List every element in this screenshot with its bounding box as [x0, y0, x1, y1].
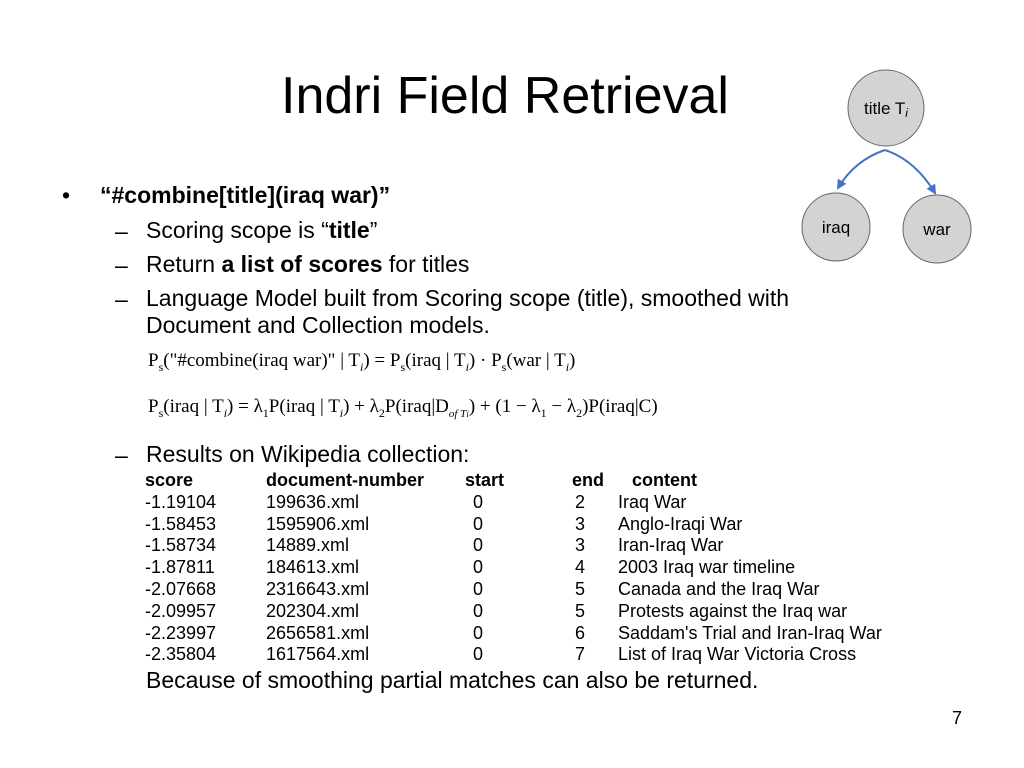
field-tree-diagram: title Ti iraq war — [801, 69, 972, 264]
return-post: for titles — [382, 251, 470, 277]
cell-document-number: 202304.xml — [266, 600, 360, 621]
return-line: Return a list of scores for titles — [146, 251, 469, 278]
header-start: start — [465, 470, 505, 490]
cell-end: 2 — [575, 491, 586, 512]
cell-document-number: 1617564.xml — [266, 644, 370, 665]
scope-post: ” — [369, 217, 378, 243]
cell-score: -2.09957 — [145, 600, 217, 621]
scoring-scope-line: Scoring scope is “title” — [146, 217, 377, 244]
dash-3: – — [115, 286, 128, 312]
smoothing-note: Because of smoothing partial matches can… — [146, 667, 759, 693]
cell-document-number: 2656581.xml — [266, 622, 370, 643]
edge-left — [836, 149, 886, 190]
results-heading: Results on Wikipedia collection: — [146, 441, 470, 467]
cell-document-number: 2316643.xml — [266, 578, 370, 599]
cell-content: Iran-Iraq War — [618, 535, 724, 556]
cell-content: Saddam's Trial and Iran-Iraq War — [618, 622, 882, 643]
cell-start: 0 — [473, 535, 484, 556]
cell-score: -2.35804 — [145, 644, 217, 665]
return-pre: Return — [146, 251, 222, 277]
return-bold: a list of scores — [221, 251, 383, 277]
cell-content: Iraq War — [618, 491, 687, 512]
node-iraq — [801, 192, 871, 262]
header-document-number: document-number — [266, 470, 425, 490]
cell-content: Protests against the Iraq war — [618, 600, 848, 621]
lm-line-1: Language Model built from Scoring scope … — [146, 285, 790, 311]
cell-start: 0 — [473, 557, 484, 578]
cell-start: 0 — [473, 578, 484, 599]
cell-end: 3 — [575, 535, 586, 556]
bullet-marker: • — [62, 182, 71, 208]
node-war — [902, 194, 972, 264]
edge-right — [884, 149, 937, 195]
cell-end: 5 — [575, 578, 586, 599]
cell-score: -1.58734 — [145, 535, 217, 556]
cell-start: 0 — [473, 644, 484, 665]
slide-title: Indri Field Retrieval — [281, 67, 729, 125]
cell-score: -1.19104 — [145, 491, 217, 512]
page-number: 7 — [951, 708, 962, 728]
cell-start: 0 — [473, 513, 484, 534]
cell-content: Anglo-Iraqi War — [618, 513, 743, 534]
header-score: score — [145, 470, 194, 490]
cell-start: 0 — [473, 491, 484, 512]
cell-end: 6 — [575, 622, 586, 643]
cell-document-number: 1595906.xml — [266, 513, 370, 534]
cell-score: -2.07668 — [145, 578, 217, 599]
node-war-label: war — [922, 220, 951, 239]
cell-end: 5 — [575, 600, 586, 621]
node-title-label: title Ti — [864, 99, 908, 120]
cell-score: -1.87811 — [145, 557, 215, 578]
cell-document-number: 199636.xml — [266, 491, 360, 512]
equation-1: Ps("#combine(iraq war)" | Ti) = Ps(iraq … — [148, 350, 576, 374]
cell-content: 2003 Iraq war timeline — [618, 557, 796, 578]
scope-pre: Scoring scope is “ — [146, 217, 329, 243]
cell-start: 0 — [473, 622, 484, 643]
scope-bold: title — [328, 217, 370, 243]
dash-2: – — [115, 252, 128, 278]
lm-line-2: Document and Collection models. — [146, 312, 490, 338]
header-content: content — [632, 470, 697, 490]
header-end: end — [572, 470, 605, 490]
node-title — [847, 69, 925, 147]
cell-content: Canada and the Iraq War — [618, 578, 820, 599]
dash-1: – — [115, 218, 128, 244]
cell-document-number: 14889.xml — [266, 535, 350, 556]
cell-start: 0 — [473, 600, 484, 621]
cell-score: -1.58453 — [145, 513, 217, 534]
cell-document-number: 184613.xml — [266, 557, 360, 578]
dash-4: – — [115, 442, 128, 468]
cell-end: 3 — [575, 513, 586, 534]
cell-score: -2.23997 — [145, 622, 217, 643]
query-text: “#combine[title](iraq war)” — [100, 182, 391, 208]
cell-content: List of Iraq War Victoria Cross — [618, 644, 857, 665]
node-iraq-label: iraq — [822, 218, 850, 237]
cell-end: 4 — [575, 557, 586, 578]
equation-2: Ps(iraq | Ti) = λ1P(iraq | Ti) + λ2P(ira… — [148, 396, 658, 420]
cell-end: 7 — [575, 644, 586, 665]
